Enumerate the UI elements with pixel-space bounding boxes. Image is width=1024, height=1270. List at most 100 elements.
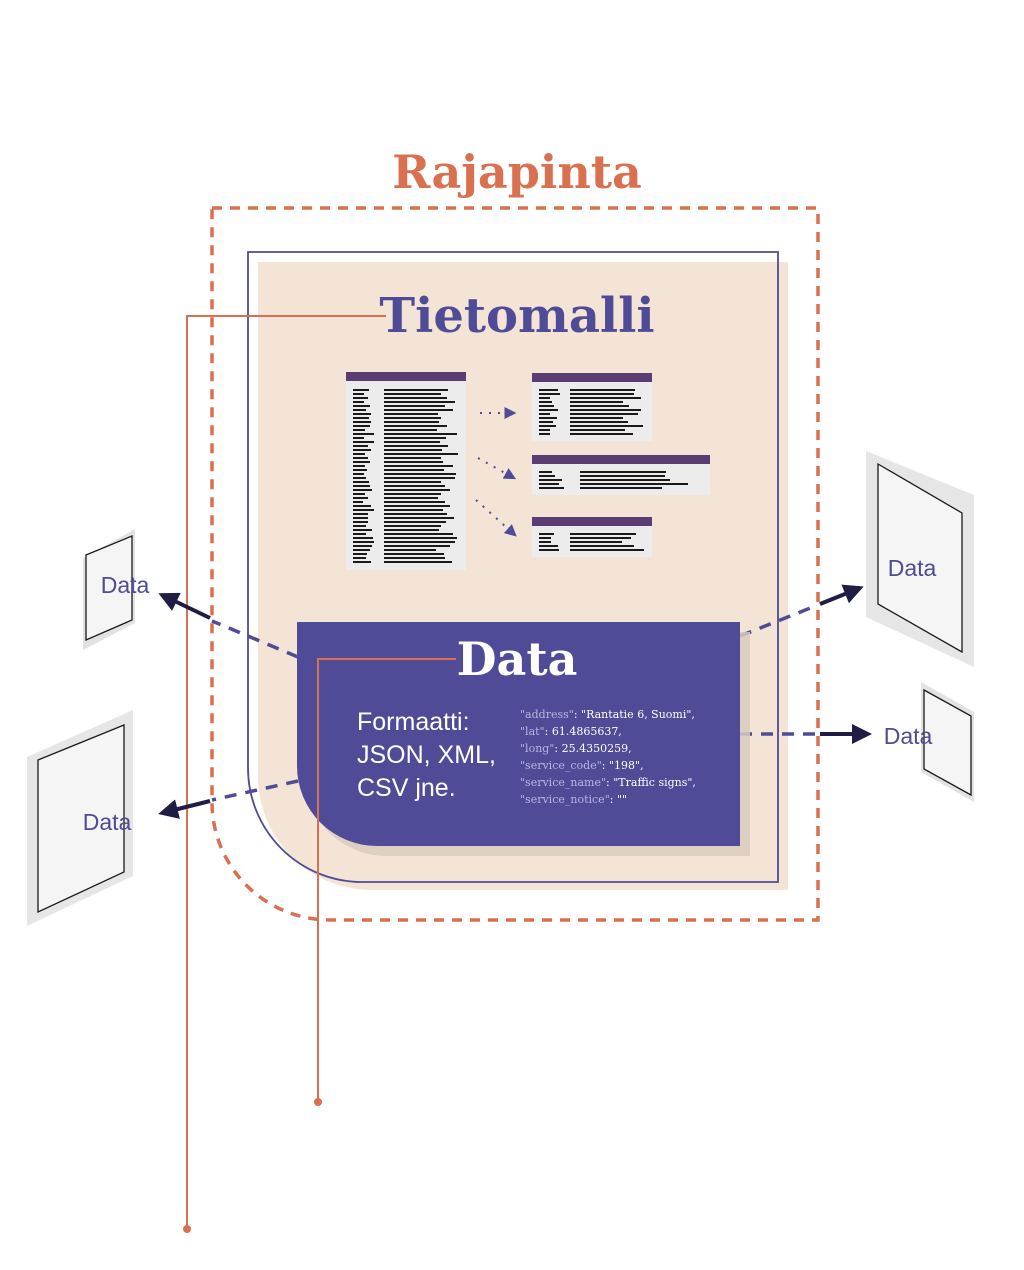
schema-line	[353, 489, 372, 491]
schema-line	[353, 493, 365, 495]
schema-line	[570, 401, 623, 403]
schema-line	[570, 433, 633, 435]
schema-line	[570, 417, 623, 419]
schema-line	[384, 513, 447, 515]
schema-line	[384, 405, 445, 407]
schema-line	[384, 433, 457, 435]
device-bottom-left: Data	[27, 710, 133, 926]
data-leader-dot	[314, 1098, 322, 1106]
schema-table-1	[532, 373, 652, 441]
schema-line	[353, 457, 368, 459]
schema-line	[570, 549, 644, 551]
schema-line	[353, 553, 367, 555]
data-leader-line	[317, 658, 456, 1101]
schema-line	[570, 545, 634, 547]
schema-line	[353, 393, 364, 395]
schema-line	[384, 437, 446, 439]
schema-line	[384, 557, 445, 559]
schema-line	[384, 457, 441, 459]
schema-line	[353, 521, 368, 523]
schema-line	[580, 471, 666, 473]
schema-line	[384, 473, 456, 475]
schema-line	[353, 453, 365, 455]
schema-line	[353, 437, 364, 439]
schema-line	[353, 401, 364, 403]
schema-line	[384, 421, 439, 423]
schema-line	[580, 487, 662, 489]
schema-line	[539, 545, 558, 547]
json-sample: "address": "Rantatie 6, Suomi", "lat": 6…	[520, 708, 696, 806]
device-label: Data	[101, 572, 150, 598]
device-label: Data	[888, 555, 937, 581]
model-leader-line	[186, 315, 386, 1228]
json-line: "lat": 61.4865637,	[520, 725, 622, 738]
flow-dash-bottom-left	[211, 779, 299, 802]
format-line-1: Formaatti:	[357, 708, 470, 736]
schema-line	[353, 445, 368, 447]
schema-line	[353, 421, 371, 423]
schema-line	[353, 465, 365, 467]
schema-line	[539, 429, 550, 431]
schema-line	[353, 409, 366, 411]
schema-line	[353, 461, 370, 463]
device-label: Data	[884, 723, 933, 749]
schema-line	[570, 413, 638, 415]
schema-line	[353, 433, 374, 435]
schema-line	[384, 409, 453, 411]
schema-line	[570, 405, 629, 407]
schema-line	[384, 537, 457, 539]
schema-line	[384, 533, 453, 535]
schema-line	[384, 393, 441, 395]
schema-line	[384, 545, 450, 547]
schema-line	[384, 413, 438, 415]
schema-line	[539, 421, 553, 423]
schema-line	[353, 525, 366, 527]
schema-line	[580, 483, 688, 485]
schema-line	[353, 497, 368, 499]
schema-line	[384, 517, 454, 519]
model-leader-dot	[183, 1225, 191, 1233]
schema-line	[539, 413, 550, 415]
schema-line	[570, 389, 635, 391]
schema-line	[539, 487, 564, 489]
schema-line	[384, 481, 441, 483]
schema-line	[539, 471, 552, 473]
schema-line	[353, 513, 368, 515]
schema-line	[384, 497, 438, 499]
schema-line	[570, 541, 622, 543]
schema-line	[353, 485, 370, 487]
schema-line	[384, 445, 448, 447]
schema-line	[580, 479, 670, 481]
schema-line	[384, 441, 440, 443]
schema-line	[384, 521, 446, 523]
schema-line	[353, 557, 366, 559]
schema-line	[384, 541, 455, 543]
schema-line	[353, 405, 370, 407]
device-top-right: Data	[866, 451, 974, 667]
schema-line	[353, 545, 372, 547]
schema-line	[539, 483, 559, 485]
device-label: Data	[83, 809, 132, 835]
schema-line	[539, 397, 550, 399]
schema-line	[353, 509, 374, 511]
schema-line	[353, 389, 369, 391]
schema-line	[570, 397, 641, 399]
flow-dash-top-left	[211, 619, 299, 659]
format-line-3: CSV jne.	[357, 774, 456, 802]
schema-line	[384, 465, 453, 467]
schema-line	[570, 533, 636, 535]
schema-line	[353, 541, 374, 543]
schema-line	[384, 429, 437, 431]
model-title: Tietomalli	[379, 288, 654, 344]
device-top-left: Data	[83, 529, 149, 650]
flow-arrow-bottom-left	[158, 799, 211, 819]
schema-table-3	[532, 517, 652, 557]
schema-line	[539, 533, 554, 535]
schema-line	[539, 425, 556, 427]
schema-line	[539, 475, 555, 477]
schema-table-2	[532, 455, 710, 495]
schema-line	[539, 405, 554, 407]
schema-line	[384, 493, 441, 495]
schema-line	[384, 489, 450, 491]
